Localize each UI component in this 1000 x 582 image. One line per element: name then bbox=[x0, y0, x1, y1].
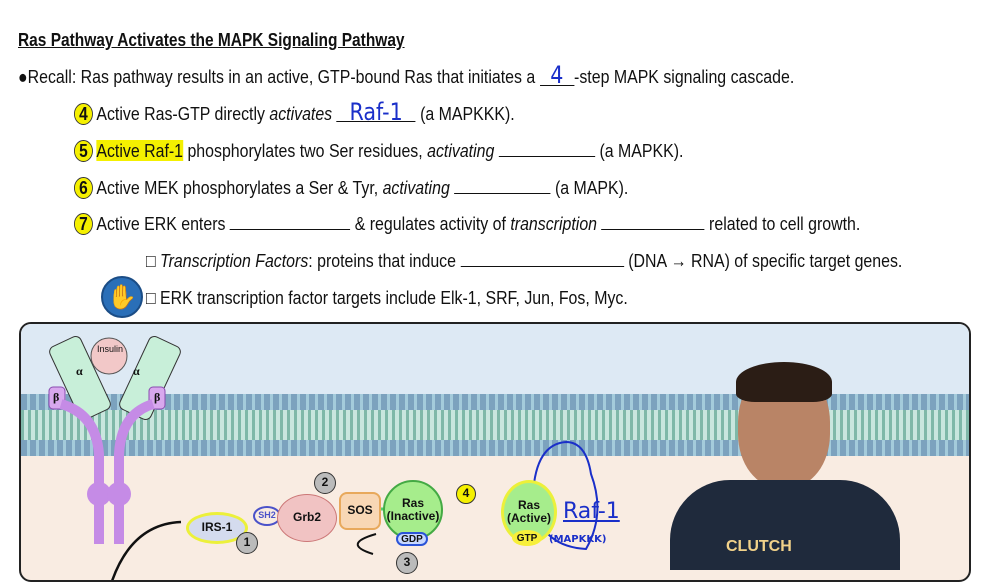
mapkkk-handwritten: (MAPKKK) bbox=[549, 534, 607, 545]
recall-line: ●Recall: Ras pathway results in an activ… bbox=[18, 63, 795, 88]
checkbox-bullet: □ bbox=[146, 250, 156, 271]
sh2-domain: SH2 bbox=[253, 506, 281, 526]
sub-item-transcription-factors: □ Transcription Factors: proteins that i… bbox=[146, 250, 902, 272]
sub-text-end: (DNA → RNA) of specific target genes. bbox=[623, 250, 903, 271]
answer-blank bbox=[498, 141, 596, 157]
step-text-end: (a MAPK). bbox=[550, 177, 629, 198]
step-italic: activating bbox=[382, 177, 450, 198]
sos-protein: SOS bbox=[339, 492, 381, 530]
recall-text-end: -step MAPK signaling cascade. bbox=[574, 66, 795, 87]
answer-blank bbox=[454, 178, 551, 194]
page-title: Ras Pathway Activates the MAPK Signaling… bbox=[18, 30, 405, 50]
recall-text: Recall: Ras pathway results in an active… bbox=[27, 66, 540, 87]
gtp-label: GTP bbox=[512, 530, 542, 546]
step-text: Active MEK phosphorylates a Ser & Tyr, bbox=[96, 177, 383, 198]
bullet: ● bbox=[18, 66, 28, 87]
clutch-logo: CLUTCH bbox=[726, 538, 792, 555]
step-text: Active ERK enters bbox=[96, 213, 230, 234]
step-text: phosphorylates two Ser residues, bbox=[183, 140, 428, 161]
receptor-drawing bbox=[48, 336, 599, 580]
step-text: & regulates activity of bbox=[350, 213, 511, 234]
step-italic: activates bbox=[269, 103, 333, 124]
step-number: 4 bbox=[74, 103, 93, 125]
raf1-handwritten: Raf-1 bbox=[563, 499, 620, 524]
presenter-shirt bbox=[670, 480, 900, 570]
alpha-label: α bbox=[76, 364, 83, 378]
checkbox-bullet: □ bbox=[146, 287, 156, 308]
sub-italic: Transcription Factors bbox=[160, 250, 309, 271]
beta-label: β bbox=[154, 390, 161, 404]
gdp-label: GDP bbox=[396, 532, 428, 546]
answer-blank bbox=[601, 214, 705, 230]
step-text-end: related to cell growth. bbox=[704, 213, 861, 234]
irs1-protein: IRS-1 bbox=[186, 512, 248, 544]
hand-icon: ✋ bbox=[101, 276, 143, 318]
step-3-marker: 3 bbox=[396, 552, 418, 574]
ras-inactive: Ras (Inactive) bbox=[383, 480, 443, 540]
step-text-end: (a MAPKKK). bbox=[415, 103, 515, 124]
alpha-label: α bbox=[133, 364, 140, 378]
answer-blank bbox=[460, 251, 624, 267]
step-italic: activating bbox=[427, 140, 495, 161]
highlighted-text: Active Raf-1 bbox=[96, 140, 184, 161]
answer-blank: Raf-1 bbox=[336, 100, 416, 124]
step-text-end: (a MAPKK). bbox=[595, 140, 684, 161]
step-number: 7 bbox=[74, 213, 93, 235]
answer-blank bbox=[229, 214, 351, 230]
insulin-label: Insulin bbox=[97, 344, 124, 354]
step-italic: transcription bbox=[510, 213, 598, 234]
sub-item-erk-targets: □ ERK transcription factor targets inclu… bbox=[146, 287, 628, 309]
presenter-video: CLUTCH bbox=[660, 360, 1000, 570]
step-2-marker: 2 bbox=[314, 472, 336, 494]
sub-text: : proteins that induce bbox=[308, 250, 461, 271]
answer-blank: 4 bbox=[539, 63, 575, 87]
sub-text: ERK transcription factor targets include… bbox=[160, 287, 628, 308]
grb2-protein: Grb2 bbox=[277, 494, 337, 542]
step-number: 6 bbox=[74, 177, 93, 199]
step-4-marker: 4 bbox=[456, 484, 476, 504]
step-text: Active Ras-GTP directly bbox=[96, 103, 270, 124]
step-1-marker: 1 bbox=[236, 532, 258, 554]
beta-label: β bbox=[53, 390, 60, 404]
presenter-hair bbox=[736, 362, 832, 402]
step-number: 5 bbox=[74, 140, 93, 162]
